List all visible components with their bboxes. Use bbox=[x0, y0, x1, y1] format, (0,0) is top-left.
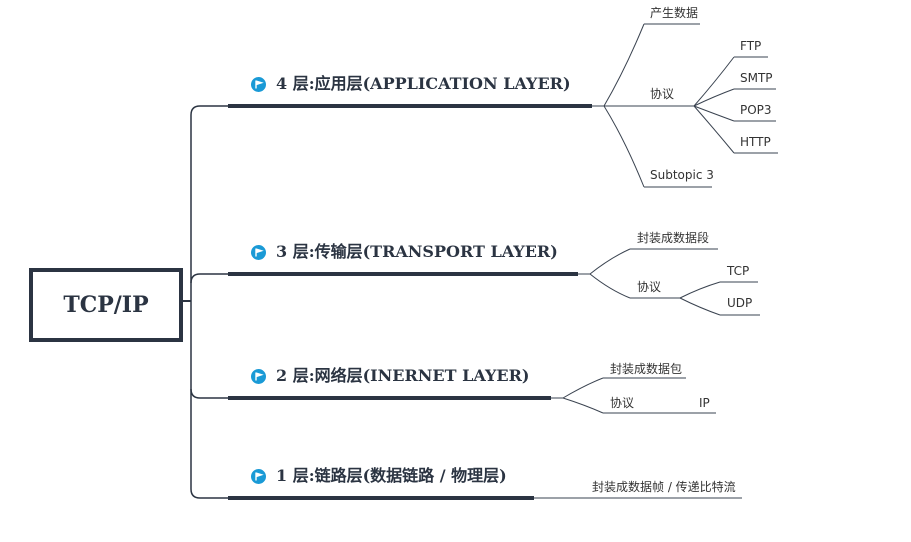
node-protocol-2[interactable]: 协议 bbox=[610, 396, 635, 410]
root-node[interactable]: TCP/IP bbox=[29, 268, 183, 342]
layer-3-label: 3 层:传输层(TRANSPORT LAYER) bbox=[276, 242, 558, 261]
root-label: TCP/IP bbox=[63, 292, 149, 318]
layer-4-subtree bbox=[592, 23, 778, 188]
layer-3-title[interactable]: 3 层:传输层(TRANSPORT LAYER) bbox=[251, 244, 558, 260]
trunk-branch-3 bbox=[190, 273, 201, 284]
trunk-branch-2 bbox=[190, 388, 201, 399]
trunk-line bbox=[190, 105, 201, 499]
node-smtp[interactable]: SMTP bbox=[740, 71, 773, 85]
layer-2-subtree bbox=[551, 377, 716, 414]
node-encap-frame[interactable]: 封装成数据帧 / 传递比特流 bbox=[592, 480, 736, 494]
layer-4-title[interactable]: 4 层:应用层(APPLICATION LAYER) bbox=[251, 76, 571, 92]
layer-1-label: 1 层:链路层(数据链路 / 物理层) bbox=[276, 466, 507, 485]
node-protocol-3[interactable]: 协议 bbox=[637, 280, 662, 294]
node-tcp[interactable]: TCP bbox=[727, 264, 750, 278]
node-subtopic-3[interactable]: Subtopic 3 bbox=[650, 168, 714, 182]
node-produce-data[interactable]: 产生数据 bbox=[650, 6, 699, 20]
node-ftp[interactable]: FTP bbox=[740, 39, 762, 53]
node-ip[interactable]: IP bbox=[699, 396, 710, 410]
flag-icon bbox=[251, 468, 266, 484]
node-udp[interactable]: UDP bbox=[727, 296, 753, 310]
node-encap-packet[interactable]: 封装成数据包 bbox=[610, 362, 683, 376]
node-http[interactable]: HTTP bbox=[740, 135, 771, 149]
node-pop3[interactable]: POP3 bbox=[740, 103, 772, 117]
layer-3-subtree bbox=[578, 248, 760, 316]
layer-2-label: 2 层:网络层(INERNET LAYER) bbox=[276, 366, 530, 385]
flag-icon bbox=[251, 76, 266, 92]
node-protocol-4[interactable]: 协议 bbox=[650, 87, 675, 101]
flag-icon bbox=[251, 368, 266, 384]
flag-icon bbox=[251, 244, 266, 260]
node-encap-segment[interactable]: 封装成数据段 bbox=[637, 231, 710, 245]
layer-2-title[interactable]: 2 层:网络层(INERNET LAYER) bbox=[251, 368, 529, 384]
layer-1-title[interactable]: 1 层:链路层(数据链路 / 物理层) bbox=[251, 468, 507, 484]
layer-4-label: 4 层:应用层(APPLICATION LAYER) bbox=[276, 74, 571, 93]
